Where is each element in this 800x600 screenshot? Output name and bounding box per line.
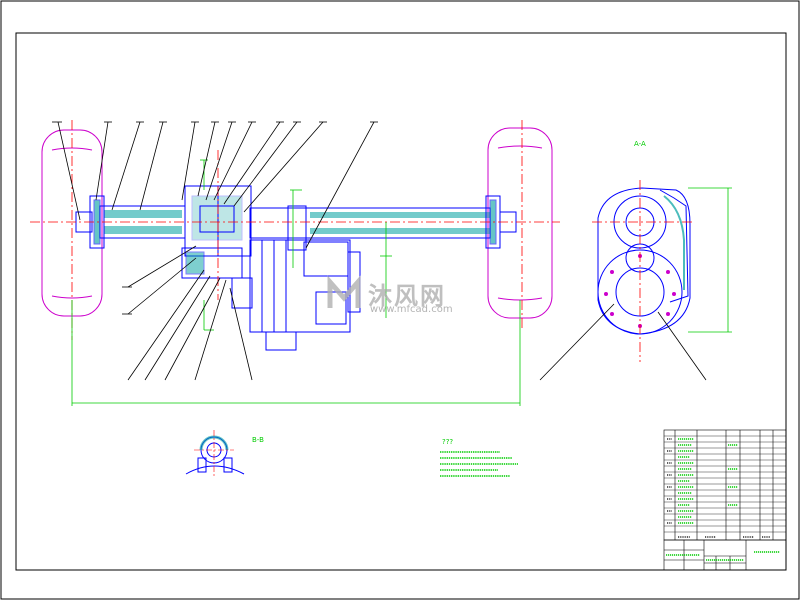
- main-assembly-view: [30, 120, 560, 406]
- right-wheel: [487, 127, 553, 319]
- dimension-lines: [71, 159, 521, 406]
- notes-heading: ???: [442, 438, 453, 446]
- parts-list-table: [663, 429, 787, 541]
- part-leaders-bottom: [122, 245, 253, 381]
- technical-notes: ???: [440, 438, 518, 477]
- parts-list-rows: [664, 435, 786, 533]
- section-label: B-B: [252, 436, 264, 444]
- parts-list-text: [678, 438, 738, 524]
- title-block-text: [666, 551, 780, 561]
- side-view-aa: A-A: [539, 140, 732, 381]
- side-view-label: A-A: [634, 140, 646, 148]
- drawing-frame: [15, 32, 787, 571]
- section-bb-view: B-B: [185, 430, 264, 478]
- differential-housing: [181, 185, 252, 279]
- parts-list-numbers: [667, 438, 770, 538]
- part-leaders-top: [52, 121, 378, 249]
